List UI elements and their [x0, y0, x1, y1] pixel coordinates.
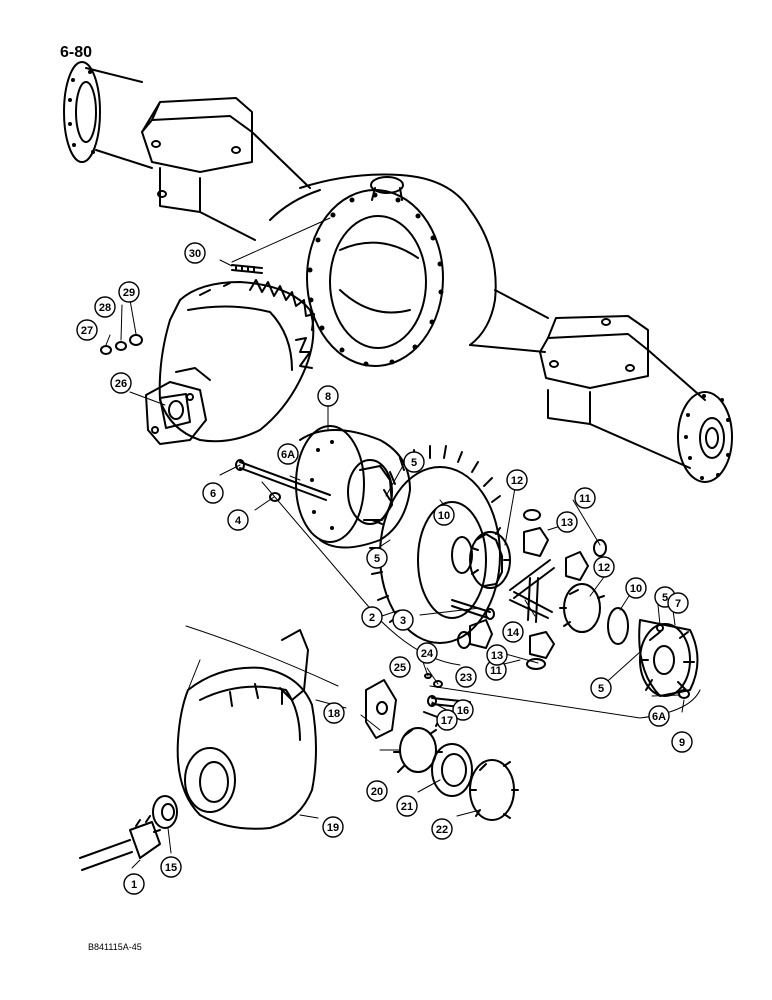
callout-10: 10: [433, 504, 455, 526]
svg-text:11: 11: [490, 665, 502, 677]
svg-text:3: 3: [400, 615, 406, 627]
callout-1: 1: [123, 873, 145, 895]
callout-25: 25: [389, 656, 411, 678]
callout-23: 23: [455, 666, 477, 688]
callout-12: 12: [593, 556, 615, 578]
callout-24: 24: [416, 642, 438, 664]
side-gears-and-spider: [457, 509, 629, 670]
callout-21: 21: [396, 795, 418, 817]
svg-text:7: 7: [675, 598, 681, 610]
svg-text:13: 13: [491, 650, 503, 662]
svg-text:9: 9: [679, 737, 685, 749]
callout-27: 27: [76, 319, 98, 341]
callout-17: 17: [436, 709, 458, 731]
callout-3: 3: [392, 609, 414, 631]
callout-6a: 6A: [277, 443, 299, 465]
callout-16: 16: [452, 699, 474, 721]
svg-text:13: 13: [561, 517, 573, 529]
callout-22: 22: [431, 818, 453, 840]
svg-text:5: 5: [374, 553, 380, 565]
carrier-housing-lower: [79, 629, 397, 871]
svg-text:20: 20: [371, 786, 383, 798]
callout-2: 2: [361, 606, 383, 628]
callout-6a: 6A: [648, 705, 670, 727]
svg-text:25: 25: [394, 662, 406, 674]
svg-text:5: 5: [411, 457, 417, 469]
callout-5: 5: [403, 451, 425, 473]
callout-7: 7: [667, 592, 689, 614]
page-number: 6-80: [60, 44, 93, 61]
callouts: 1 2 3 4 5 5 5 5 6 6A 6A 7 8 9 10 10 11 1…: [76, 242, 693, 895]
svg-text:8: 8: [325, 391, 331, 403]
figure-code: B841115A-45: [88, 942, 142, 952]
svg-text:21: 21: [401, 801, 413, 813]
svg-text:4: 4: [235, 515, 242, 527]
callout-29: 29: [118, 281, 140, 303]
callout-6: 6: [202, 482, 224, 504]
svg-text:6A: 6A: [652, 711, 666, 723]
axle-housing: [63, 61, 733, 483]
callout-10: 10: [625, 577, 647, 599]
svg-text:12: 12: [511, 475, 523, 487]
svg-text:5: 5: [598, 683, 604, 695]
svg-text:17: 17: [441, 715, 453, 727]
callout-14: 14: [502, 621, 524, 643]
svg-text:15: 15: [165, 862, 177, 874]
differential-case-half-right: [638, 619, 699, 699]
svg-text:24: 24: [421, 648, 434, 660]
callout-18: 18: [323, 702, 345, 724]
callout-5: 5: [590, 677, 612, 699]
svg-text:19: 19: [327, 822, 339, 834]
svg-text:2: 2: [369, 612, 375, 624]
callout-4: 4: [227, 509, 249, 531]
svg-text:23: 23: [460, 672, 472, 684]
callout-28: 28: [94, 296, 116, 318]
carrier-assembly-upper: [100, 264, 315, 445]
svg-text:6A: 6A: [281, 449, 295, 461]
svg-text:30: 30: [189, 248, 201, 260]
svg-text:10: 10: [438, 510, 450, 522]
svg-text:5: 5: [662, 592, 668, 604]
callout-11: 11: [574, 487, 596, 509]
callout-12: 12: [506, 469, 528, 491]
svg-text:22: 22: [436, 824, 448, 836]
svg-text:16: 16: [457, 705, 469, 717]
svg-text:6: 6: [210, 488, 216, 500]
svg-text:1: 1: [131, 879, 137, 891]
svg-text:28: 28: [99, 302, 111, 314]
callout-8: 8: [317, 385, 339, 407]
callout-9: 9: [671, 731, 693, 753]
svg-text:27: 27: [81, 325, 93, 337]
svg-text:10: 10: [630, 583, 642, 595]
svg-text:29: 29: [123, 287, 135, 299]
pinion-bearings: [393, 673, 519, 821]
callout-20: 20: [366, 780, 388, 802]
svg-text:14: 14: [507, 627, 520, 639]
svg-text:12: 12: [598, 562, 610, 574]
callout-13: 13: [556, 511, 578, 533]
svg-text:18: 18: [328, 708, 340, 720]
callout-19: 19: [322, 816, 344, 838]
svg-text:11: 11: [579, 493, 591, 505]
callout-5: 5: [366, 547, 388, 569]
callout-13: 13: [486, 644, 508, 666]
callout-15: 15: [160, 856, 182, 878]
svg-text:26: 26: [115, 378, 127, 390]
callout-30: 30: [184, 242, 206, 264]
callout-26: 26: [110, 372, 132, 394]
differential-case-half: [235, 425, 411, 549]
